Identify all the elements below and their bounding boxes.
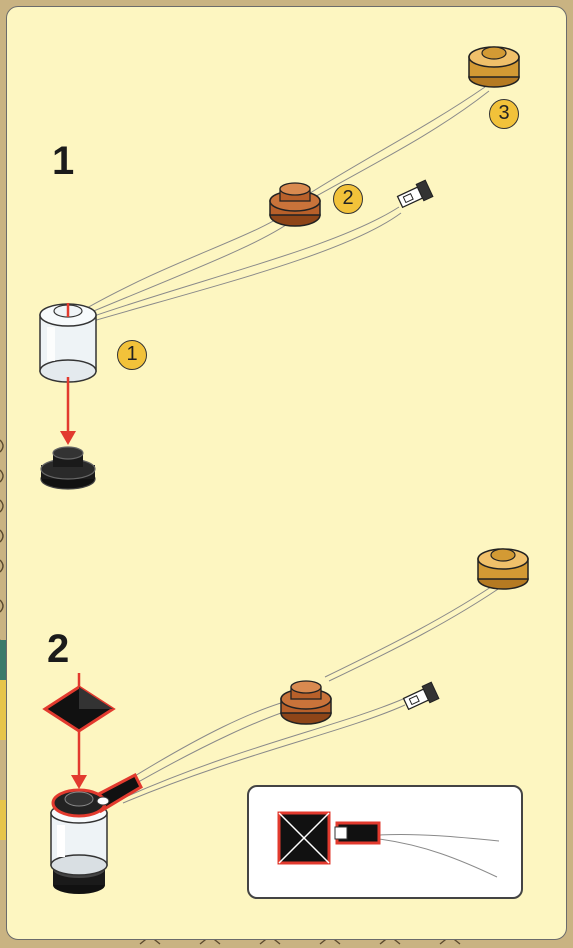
cable-plug-icon — [396, 179, 434, 209]
detail-callout — [247, 785, 523, 899]
black-bar-lever-icon — [51, 772, 143, 818]
step-1-number: 1 — [52, 139, 75, 183]
gold-round-tile-icon — [468, 46, 520, 88]
transparent-cylinder-brick-icon — [39, 303, 97, 383]
badge-3: 3 — [489, 99, 519, 129]
down-arrow-icon — [60, 377, 76, 445]
black-roof-tile-icon — [42, 673, 116, 789]
brown-round-plate-icon — [280, 680, 332, 725]
instruction-panel: 1 2 1 2 3 — [6, 6, 567, 940]
badge-1: 1 — [117, 340, 147, 370]
black-round-plate-icon — [40, 446, 96, 490]
gold-round-tile-icon — [477, 548, 529, 590]
badge-2: 2 — [333, 184, 363, 214]
assembled-cylinder-icon — [50, 772, 143, 894]
step-2-number: 2 — [47, 627, 70, 671]
detail-callout-illustration — [277, 811, 500, 878]
brown-round-plate-icon — [269, 182, 321, 227]
step-1-illustration — [39, 46, 520, 490]
cable-plug-icon — [402, 681, 440, 711]
